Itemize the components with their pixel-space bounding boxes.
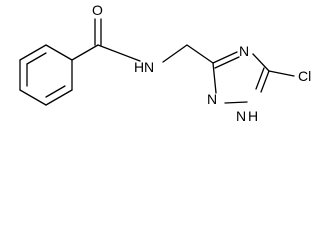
- ring-double-bond: [214, 56, 240, 69]
- ring-bond: [45, 44, 73, 61]
- ring-bond: [252, 53, 270, 72]
- ring-bond: [19, 89, 47, 106]
- benzene-ring: [19, 44, 73, 106]
- ring-to-carbonyl-bond: [71, 44, 99, 61]
- ring-double-bond: [260, 70, 270, 93]
- ring-bond: [19, 44, 47, 61]
- triazole-n1h-label: N: [236, 108, 246, 124]
- carbonyl-to-nitrogen-bond: [97, 44, 141, 62]
- ring-double-bond: [45, 85, 66, 98]
- triazole-n2-label: N: [207, 91, 217, 107]
- ring-bond: [224, 101, 248, 104]
- triazole-n4-label: N: [239, 43, 249, 59]
- ring-double-bond: [212, 51, 238, 64]
- ring-double-bond: [26, 52, 47, 65]
- triazole-ring: [212, 51, 270, 104]
- ring-bond: [212, 62, 217, 94]
- oxygen-atom-label: O: [92, 2, 103, 18]
- carbon-chlorine-bond: [268, 70, 295, 77]
- nitrogen-to-methylene-bond: [162, 44, 188, 63]
- ring-double-bond: [255, 67, 265, 90]
- molecule-drawing: O N H N N N H Cl: [19, 2, 311, 124]
- ring-bond: [45, 89, 73, 106]
- amide-hydrogen-label: H: [134, 59, 144, 75]
- methylene-to-triazole-bond: [186, 44, 214, 64]
- amide-nitrogen-label: N: [144, 59, 154, 75]
- structure-diagram: O N H N N N H Cl: [19, 2, 311, 124]
- chlorine-atom-label: Cl: [298, 68, 311, 84]
- triazole-hydrogen-label: H: [248, 108, 258, 124]
